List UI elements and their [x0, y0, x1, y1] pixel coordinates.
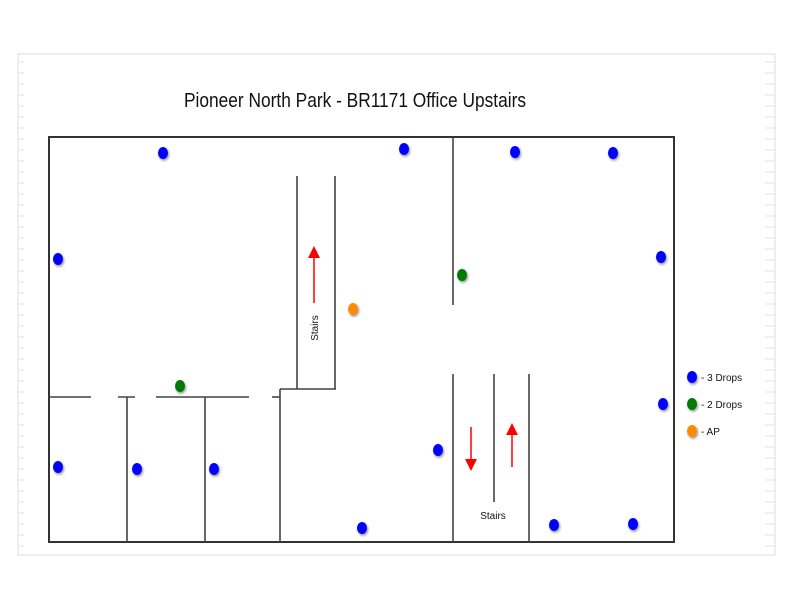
stairs-upper: Stairs	[308, 246, 321, 341]
legend: - 3 Drops - 2 Drops - AP	[687, 371, 742, 438]
stairs-lower: Stairs	[465, 423, 518, 522]
three-drops-marker	[53, 461, 63, 473]
three-drops-marker	[608, 147, 618, 159]
stairs-label: Stairs	[310, 315, 321, 341]
three-drops-marker	[158, 147, 168, 159]
legend-label: - AP	[701, 427, 720, 438]
walls	[48, 136, 675, 543]
three-drops-marker	[549, 519, 559, 531]
page-title: Pioneer North Park - BR1171 Office Upsta…	[184, 90, 526, 112]
three-drops-marker	[132, 463, 142, 475]
page-border	[17, 53, 776, 556]
three-drops-marker	[399, 143, 409, 155]
two-drops-marker	[175, 380, 185, 392]
three-drops-marker	[433, 444, 443, 456]
three-drops-marker	[53, 253, 63, 265]
three-drops-marker	[628, 518, 638, 530]
three-drops-marker	[209, 463, 219, 475]
ap-marker	[348, 303, 358, 315]
legend-label: - 3 Drops	[701, 373, 742, 384]
legend-swatch-3-drops	[687, 371, 697, 383]
outer-wall	[48, 136, 675, 543]
legend-label: - 2 Drops	[701, 400, 742, 411]
stairs-label: Stairs	[480, 511, 506, 522]
legend-swatch-2-drops	[687, 398, 697, 410]
three-drops-marker	[357, 522, 367, 534]
three-drops-marker	[656, 251, 666, 263]
legend-swatch-ap	[687, 425, 697, 437]
ruler-ticks	[18, 61, 775, 547]
three-drops-marker	[510, 146, 520, 158]
three-drops-marker	[658, 398, 668, 410]
drops	[53, 143, 668, 534]
two-drops-marker	[457, 269, 467, 281]
